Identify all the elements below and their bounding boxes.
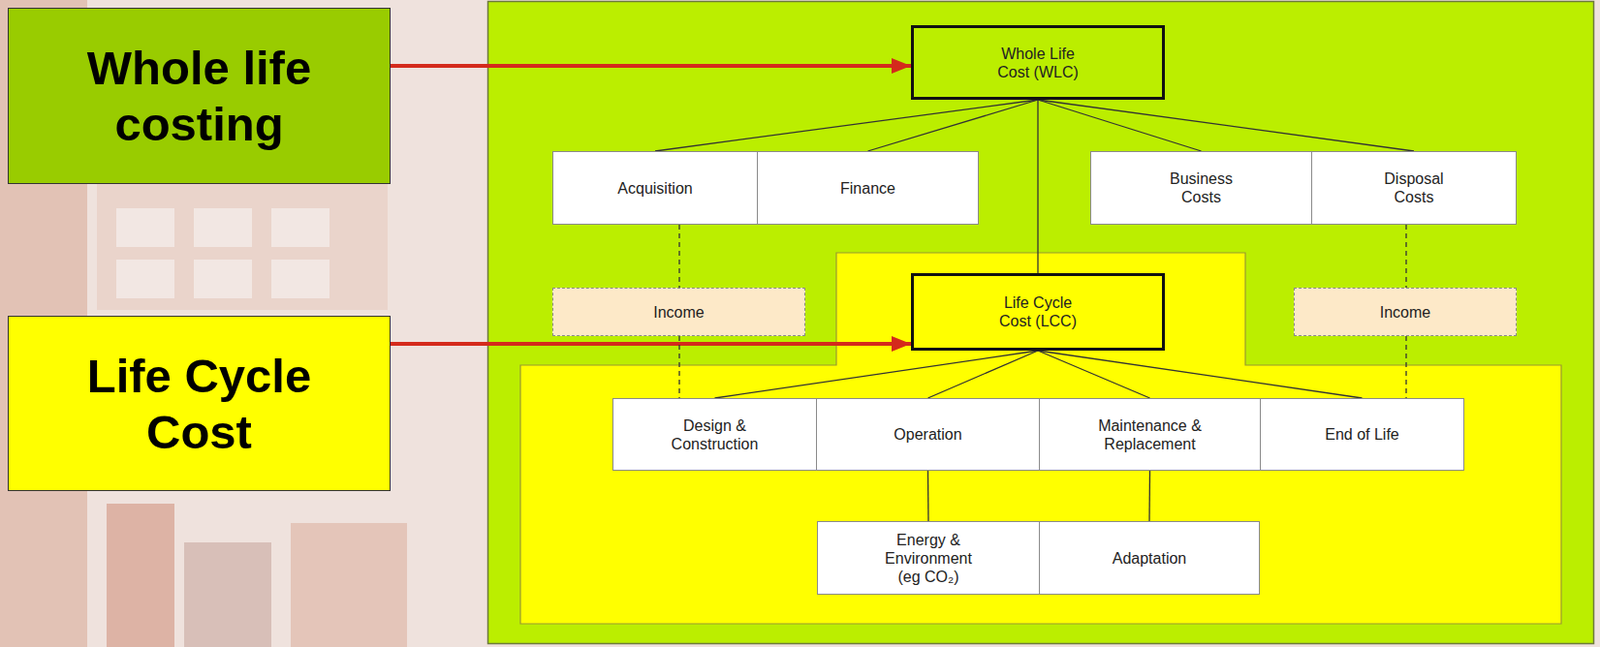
callout-box: Whole life costing <box>7 7 391 185</box>
cost-element-box: Energy & Environment (eg CO₂) <box>816 521 1040 596</box>
node-text: Disposal Costs <box>1370 169 1458 207</box>
income-box: Income <box>1293 287 1517 337</box>
node-text: Design & Construction <box>657 416 774 454</box>
node-text: Adaptation <box>1112 549 1188 568</box>
node-text: Operation <box>893 425 962 444</box>
connector-line <box>927 470 930 522</box>
node-text: End of Life <box>1324 425 1400 444</box>
node-text: Income <box>653 303 704 322</box>
node-text: Business Costs <box>1158 169 1246 207</box>
node-text: Life Cycle Cost <box>54 347 346 461</box>
cost-element-box: End of Life <box>1259 398 1465 471</box>
connector-line <box>1148 470 1151 522</box>
photo-window <box>271 208 330 248</box>
photo-column <box>106 503 175 647</box>
node-text: Life Cycle Cost (LCC) <box>984 293 1092 331</box>
photo-window <box>116 208 175 248</box>
node-text: Whole life costing <box>54 39 346 153</box>
connector-line <box>715 350 1039 399</box>
node-text: Acquisition <box>617 179 692 198</box>
total-cost-box: Whole Life Cost (WLC) <box>910 25 1165 100</box>
connector-line <box>1036 99 1038 274</box>
node-text: Energy & Environment (eg CO₂) <box>852 531 1005 587</box>
cost-element-box: Adaptation <box>1038 521 1260 596</box>
cost-box: Disposal Costs <box>1311 151 1517 225</box>
node-text: Maintenance & Replacement <box>1082 416 1219 454</box>
cost-box: Business Costs <box>1090 151 1313 225</box>
node-text: Whole Life Cost (WLC) <box>984 44 1092 82</box>
cost-element-box: Operation <box>815 398 1040 471</box>
connector-line <box>1037 350 1363 399</box>
income-link <box>678 224 680 288</box>
faded-photo <box>0 0 408 647</box>
income-box: Income <box>552 287 806 337</box>
callout-arrow <box>390 342 911 346</box>
callout-arrow <box>390 63 911 68</box>
connector-line <box>1037 99 1414 152</box>
connector-line <box>1037 99 1202 152</box>
connector-line <box>928 350 1039 399</box>
lcc-region <box>520 252 1562 625</box>
photo-window <box>193 259 252 299</box>
callout-box: Life Cycle Cost <box>7 315 391 492</box>
photo-column <box>290 523 408 647</box>
wlc-panel <box>488 1 1595 645</box>
connector-line <box>655 99 1038 152</box>
cost-box: Finance <box>756 151 979 225</box>
income-link <box>1405 224 1407 288</box>
photo-window <box>271 259 330 299</box>
photo-figure <box>184 542 272 647</box>
cost-element-box: Maintenance & Replacement <box>1038 398 1261 471</box>
photo-window <box>193 208 252 248</box>
income-link <box>678 336 680 399</box>
total-cost-box: Life Cycle Cost (LCC) <box>910 273 1165 351</box>
node-text: Income <box>1380 303 1431 322</box>
photo-window <box>116 259 175 299</box>
income-link <box>1405 336 1407 399</box>
cost-box: Acquisition <box>552 151 758 225</box>
connector-line <box>1037 350 1151 399</box>
connector-line <box>868 99 1039 152</box>
cost-element-box: Design & Construction <box>612 398 817 471</box>
photo-facade <box>96 184 388 311</box>
node-text: Finance <box>840 179 896 198</box>
